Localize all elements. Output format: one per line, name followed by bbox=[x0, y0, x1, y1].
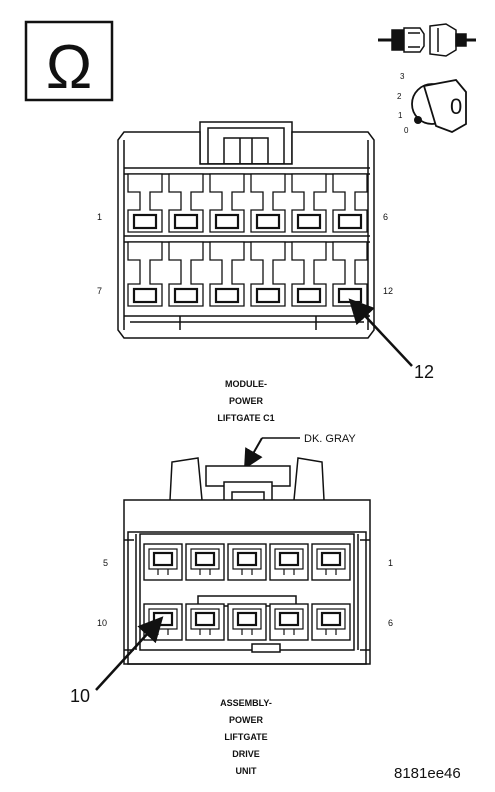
drive-pin-label-1: 1 bbox=[388, 558, 393, 568]
drive-cavity-6 bbox=[143, 603, 183, 641]
drive-caption-line-1: ASSEMBLY- bbox=[220, 698, 272, 708]
drive-caption-line-2: POWER bbox=[229, 715, 264, 725]
c1-cavity-4 bbox=[250, 173, 286, 233]
drive-caption-line-5: UNIT bbox=[236, 766, 257, 776]
drive-pin-label-10: 10 bbox=[97, 618, 107, 628]
c1-pin-label-7: 7 bbox=[97, 286, 102, 296]
drive-callout-arrow bbox=[95, 616, 164, 691]
ignition-key-icon: 0 3 2 1 0 bbox=[397, 72, 467, 135]
c1-cavity-6 bbox=[332, 173, 368, 233]
drive-cavity-10 bbox=[311, 603, 351, 641]
drive-cavity-1 bbox=[143, 543, 183, 581]
c1-cavity-9 bbox=[209, 241, 245, 307]
c1-pin-label-1: 1 bbox=[97, 212, 102, 222]
c1-cavity-1 bbox=[127, 173, 163, 233]
c1-caption-line-3: LIFTGATE C1 bbox=[217, 413, 274, 423]
c1-callout-number: 12 bbox=[414, 362, 434, 382]
key-position-0: 0 bbox=[404, 126, 409, 135]
c1-pin-label-12: 12 bbox=[383, 286, 393, 296]
wire-color-label: DK. GRAY bbox=[304, 433, 356, 445]
c1-cavity-5 bbox=[291, 173, 327, 233]
figure-id: 8181ee46 bbox=[394, 765, 461, 782]
c1-caption-line-2: POWER bbox=[229, 396, 264, 406]
key-position-3: 3 bbox=[400, 72, 405, 81]
drive-cavity-4 bbox=[269, 543, 309, 581]
c1-cavity-10 bbox=[250, 241, 286, 307]
connector-c1-cavities bbox=[127, 173, 368, 307]
drive-pin-label-6: 6 bbox=[388, 618, 393, 628]
drive-caption-line-4: DRIVE bbox=[232, 749, 260, 759]
dk-gray-callout-arrow bbox=[244, 437, 300, 470]
key-position-value: 0 bbox=[450, 94, 462, 119]
drive-pin-label-5: 5 bbox=[103, 558, 108, 568]
drive-cavity-5 bbox=[311, 543, 351, 581]
drive-unit-cavities bbox=[143, 543, 351, 641]
c1-cavity-7 bbox=[127, 241, 163, 307]
key-position-2: 2 bbox=[397, 92, 402, 101]
c1-callout-arrow bbox=[348, 298, 413, 367]
disconnected-connector-icon bbox=[378, 23, 476, 57]
drive-cavity-7 bbox=[185, 603, 225, 641]
c1-cavity-3 bbox=[209, 173, 245, 233]
drive-cavity-3 bbox=[227, 543, 267, 581]
c1-cavity-2 bbox=[168, 173, 204, 233]
drive-callout-number: 10 bbox=[70, 686, 90, 706]
drive-cavity-2 bbox=[185, 543, 225, 581]
c1-cavity-8 bbox=[168, 241, 204, 307]
ohm-symbol: Ω bbox=[46, 33, 92, 102]
ohmmeter-icon: Ω bbox=[24, 20, 114, 102]
drive-cavity-9 bbox=[269, 603, 309, 641]
c1-cavity-11 bbox=[291, 241, 327, 307]
key-position-1: 1 bbox=[398, 111, 403, 120]
drive-caption-line-3: LIFTGATE bbox=[224, 732, 267, 742]
c1-caption-line-1: MODULE- bbox=[225, 379, 267, 389]
drive-cavity-8 bbox=[227, 603, 267, 641]
c1-pin-label-6: 6 bbox=[383, 212, 388, 222]
